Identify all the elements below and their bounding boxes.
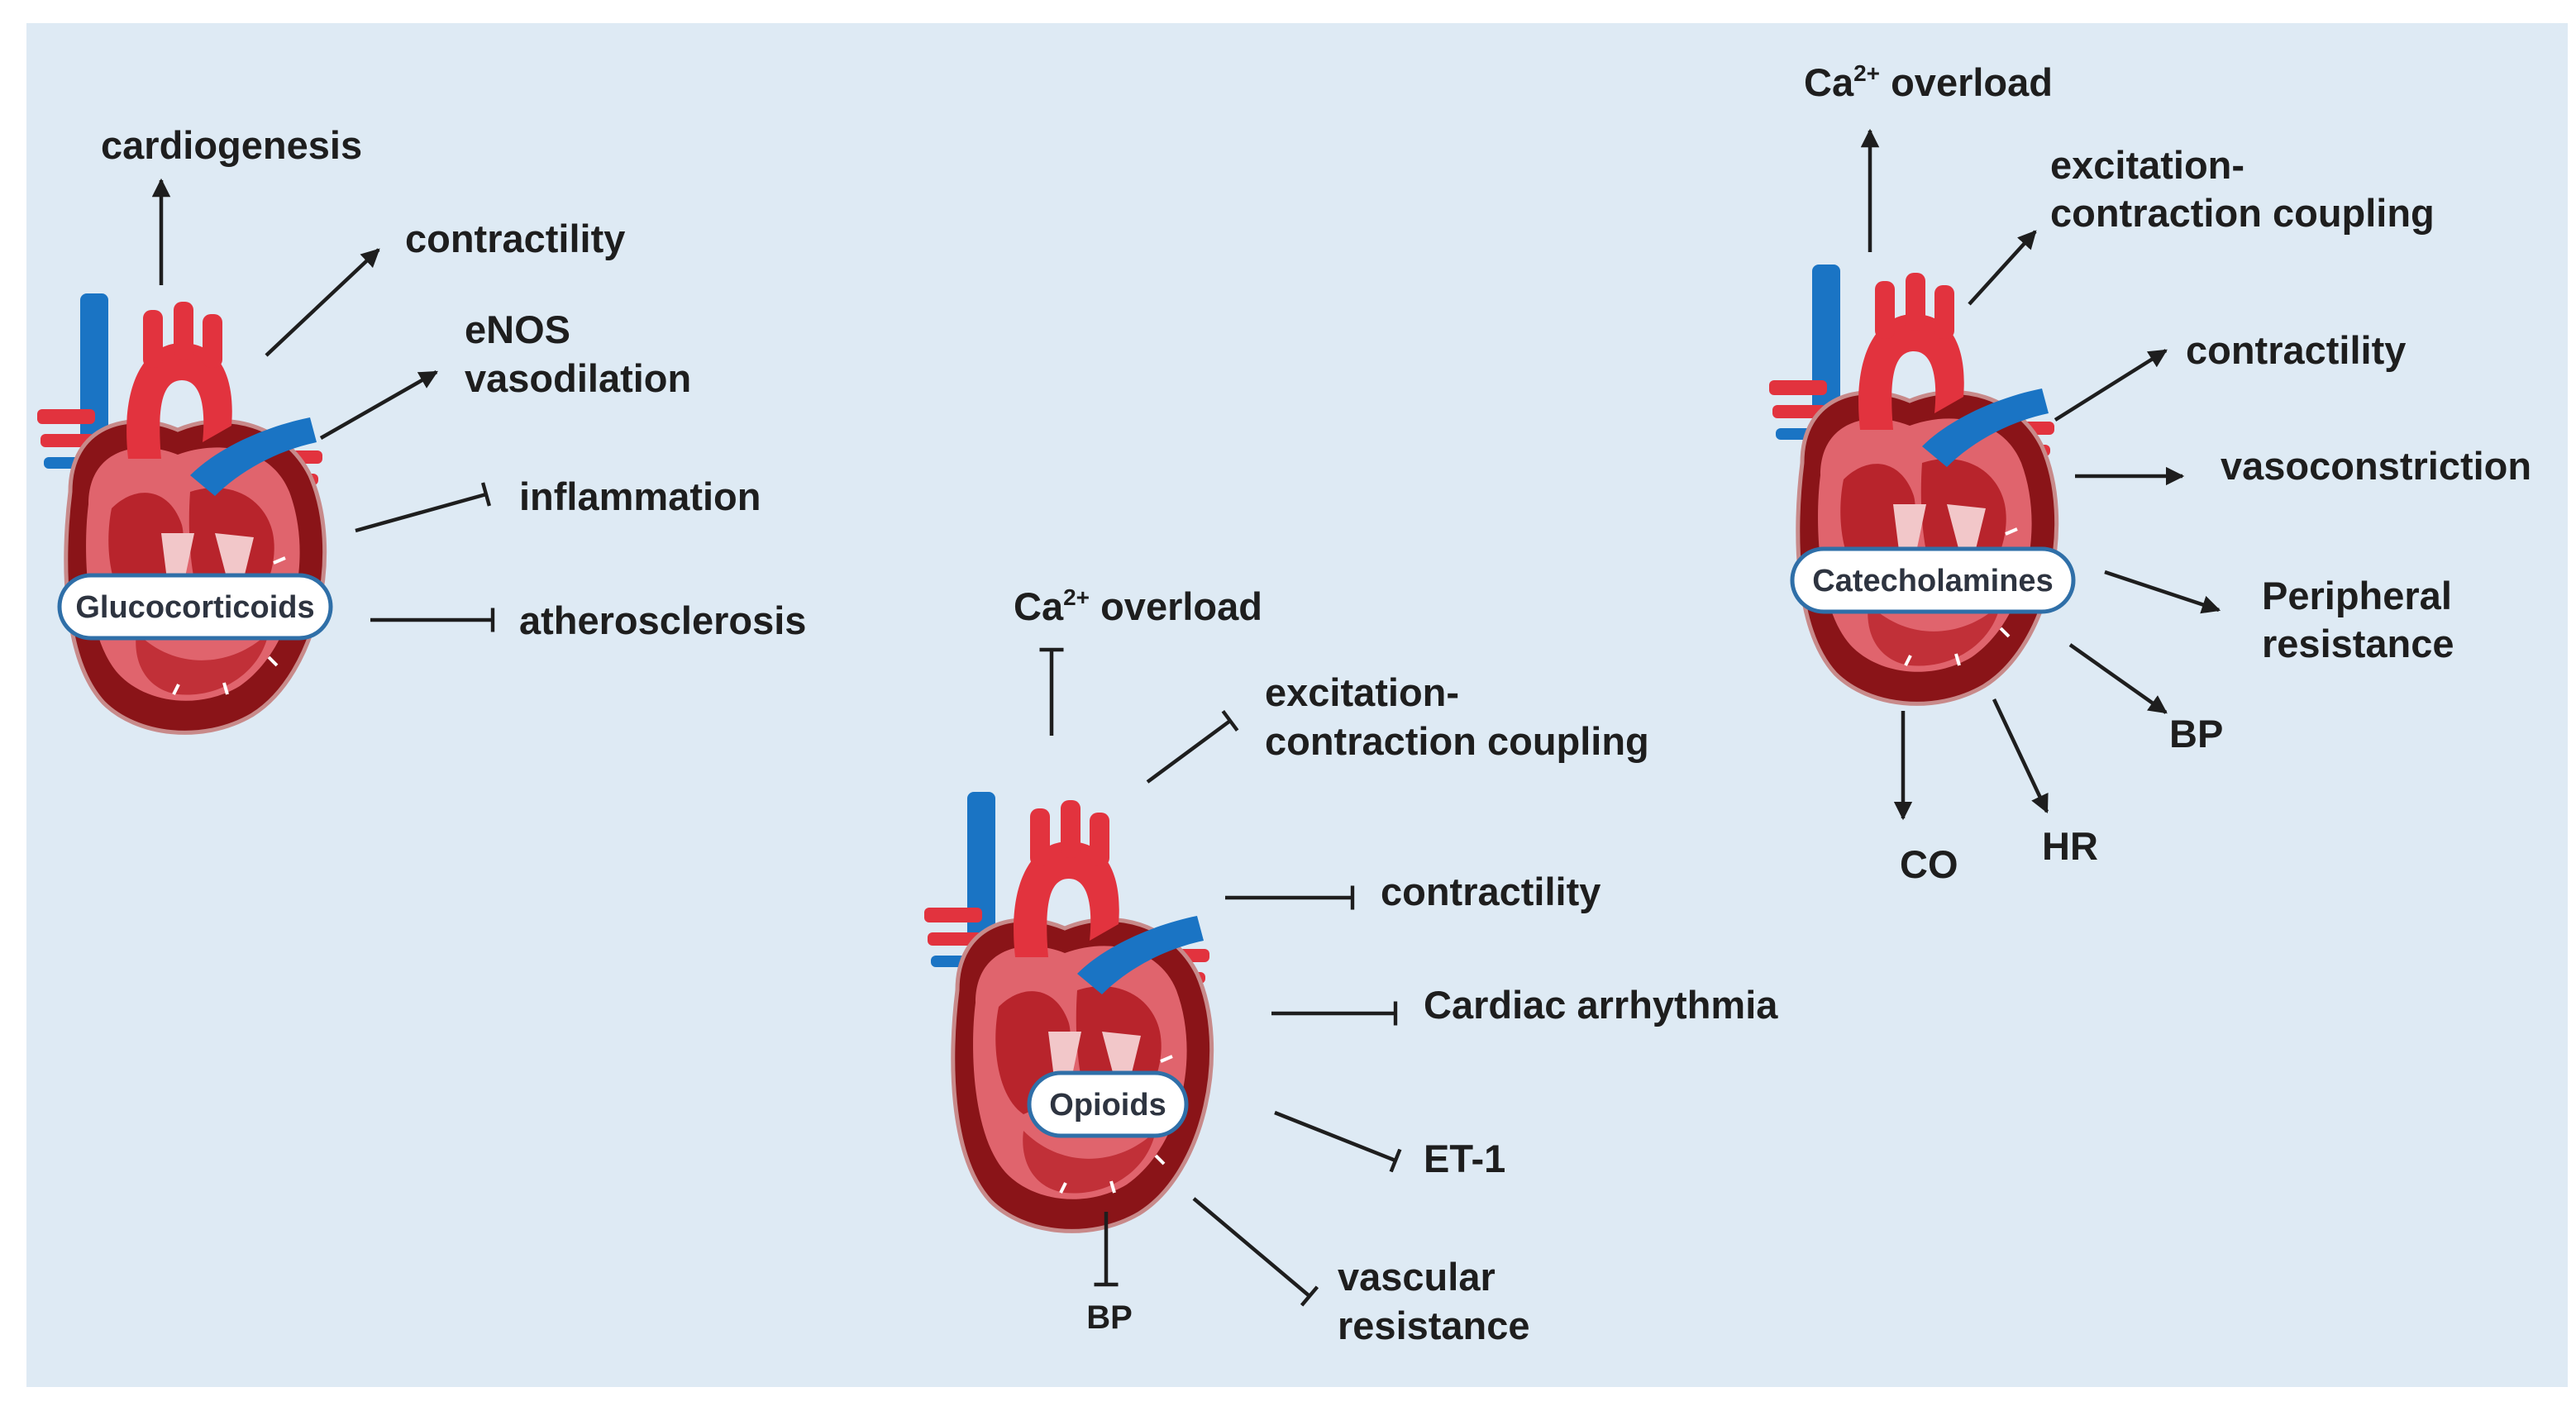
opioids-badge: Opioids xyxy=(1027,1070,1189,1138)
label-contraction-coupling: contraction coupling xyxy=(1265,719,1649,763)
label-hr: HR xyxy=(2042,824,2098,868)
glucocorticoids-badge-label: Glucocorticoids xyxy=(75,590,314,625)
label-et-1: ET-1 xyxy=(1424,1137,1505,1180)
arrow-bp xyxy=(2068,643,2168,714)
label-cardiogenesis: cardiogenesis xyxy=(101,123,362,167)
label-vascular: vascular xyxy=(1338,1255,1496,1299)
inhibit-excitation-contraction xyxy=(1146,709,1239,784)
label-ca-overload: Ca2+ overload xyxy=(1804,60,2053,104)
glucocorticoids-group: Glucocorticoids cardiogenesis contractil… xyxy=(37,123,806,732)
opioids-badge-label: Opioids xyxy=(1049,1088,1166,1123)
label-bp: BP xyxy=(1086,1299,1133,1336)
arrow-excitation-contraction xyxy=(1968,230,2037,306)
glucocorticoids-badge: Glucocorticoids xyxy=(57,573,333,641)
label-resistance: resistance xyxy=(1338,1304,1530,1347)
label-excitation: excitation- xyxy=(2050,143,2244,187)
label-enos: eNOS xyxy=(465,307,570,351)
label-vasodilation: vasodilation xyxy=(465,356,691,400)
catecholamines-badge-label: Catecholamines xyxy=(1812,564,2053,598)
inhibit-et-1 xyxy=(1274,1110,1402,1173)
arrow-contractility xyxy=(265,248,380,357)
arrow-hr xyxy=(1992,698,2049,814)
label-co: CO xyxy=(1900,842,1958,886)
diagram-background xyxy=(26,23,2568,1387)
label-inflammation: inflammation xyxy=(519,474,761,518)
inhibit-inflammation xyxy=(355,482,492,533)
arrow-enos-vasodilation xyxy=(319,370,438,440)
label-contractility: contractility xyxy=(1381,870,1600,913)
heart-illustration xyxy=(1769,265,2057,703)
inhibit-vascular-resistance xyxy=(1192,1197,1319,1307)
label-excitation: excitation- xyxy=(1265,670,1459,714)
label-atherosclerosis: atherosclerosis xyxy=(519,598,806,642)
opioids-group: Opioids Ca2+ overload excitation- contra… xyxy=(924,584,1778,1347)
label-cardiac-arrhythmia: Cardiac arrhythmia xyxy=(1424,983,1778,1027)
heart-illustration xyxy=(37,293,325,732)
heart-illustration xyxy=(924,792,1212,1231)
label-resistance: resistance xyxy=(2262,622,2454,665)
label-ca-overload: Ca2+ overload xyxy=(1014,584,1262,628)
arrow-peripheral-resistance xyxy=(2104,570,2221,614)
catecholamines-badge: Catecholamines xyxy=(1790,546,2076,614)
label-contraction-coupling: contraction coupling xyxy=(2050,191,2435,235)
label-vasoconstriction: vasoconstriction xyxy=(2221,444,2531,488)
arrow-contractility xyxy=(2054,349,2168,422)
label-bp: BP xyxy=(2169,712,2223,756)
catecholamines-group: Catecholamines Ca2+ overload excitation-… xyxy=(1769,60,2531,886)
label-contractility: contractility xyxy=(405,217,625,260)
label-peripheral: Peripheral xyxy=(2262,574,2452,617)
label-contractility: contractility xyxy=(2186,328,2406,372)
